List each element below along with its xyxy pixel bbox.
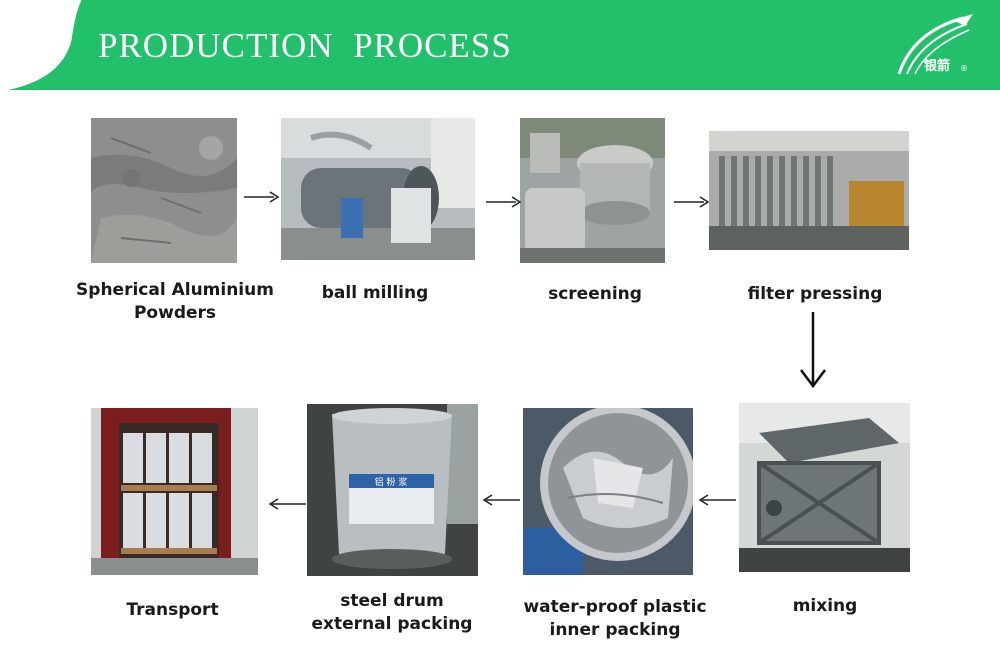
step-label-steel-drum-external-packing: steel drum external packing [297,590,487,636]
step-label-line: external packing [297,613,487,636]
filter-pressing-photo [709,131,909,250]
transport-container-photo [91,408,258,575]
step-label-line: Spherical Aluminium [70,279,280,302]
step-label-water-proof-plastic-inner-packing: water-proof plastic inner packing [510,596,720,642]
step-label-line: Powders [70,302,280,325]
step-label-line: water-proof plastic [510,596,720,619]
right-arrow-icon [244,190,280,204]
logo-registered-mark: ® [960,64,968,73]
steel-drum-photo: 铝 粉 浆 [307,404,478,576]
step-label-ball-milling: ball milling [285,282,465,305]
step-label-filter-pressing: filter pressing [720,283,910,306]
right-arrow-icon [486,195,522,209]
ball-milling-photo [281,118,475,260]
header-banner: PRODUCTION PROCESS 银箭 ® [0,0,1000,90]
mixing-machine-photo [739,403,910,572]
step-label-line: steel drum [297,590,487,613]
step-label-screening: screening [510,283,680,306]
screening-photo [520,118,665,263]
drum-label-text: 铝 粉 浆 [375,476,408,488]
aluminium-powder-photo [91,118,237,263]
right-arrow-icon [674,195,710,209]
down-arrow-icon [797,312,829,390]
left-arrow-icon [482,493,522,507]
logo-text: 银箭 [924,55,950,74]
step-label-mixing: mixing [730,595,920,618]
inner-packing-photo [523,408,693,575]
step-label-spherical-aluminium-powders: Spherical Aluminium Powders [70,279,280,325]
step-label-transport: Transport [90,599,255,622]
left-arrow-icon [698,493,738,507]
page-title: PRODUCTION PROCESS [98,26,512,66]
left-arrow-icon [268,497,308,511]
step-label-line: inner packing [510,619,720,642]
